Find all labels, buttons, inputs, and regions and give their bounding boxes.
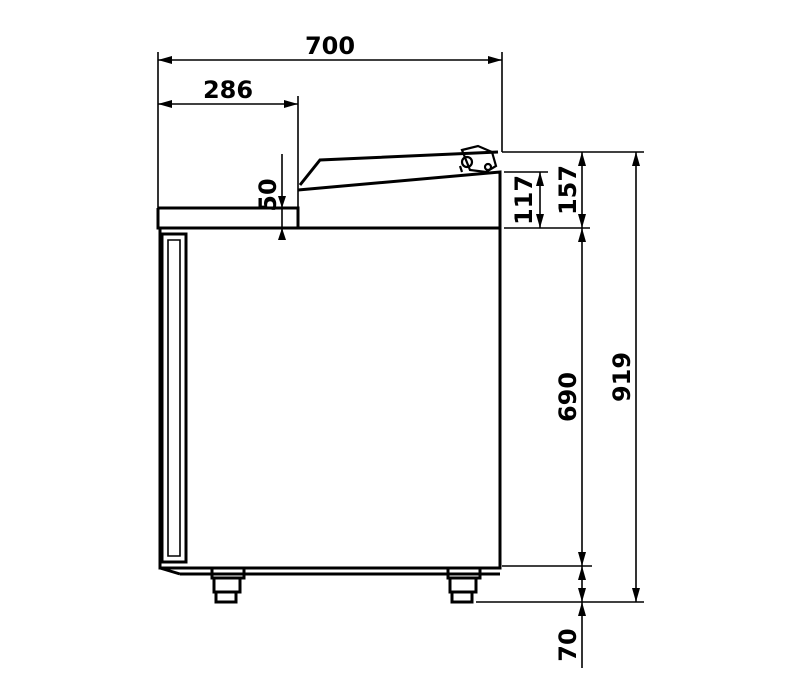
worktop-depth-label: 286: [203, 76, 253, 104]
cabinet-body: [158, 226, 502, 570]
sloped-lid: [298, 150, 499, 186]
dimension-overall-height: 919: [476, 152, 644, 603]
worktop-slab: [156, 206, 500, 230]
top-total-height-label: 157: [554, 165, 582, 215]
dimension-cabinet-height: 690: [502, 228, 592, 567]
overall-height-label: 919: [608, 352, 636, 402]
rear-leg: [446, 566, 482, 604]
dimension-worktop-thickness: 50: [254, 154, 298, 240]
top-housing: [297, 170, 502, 228]
worktop-thickness-label: 50: [254, 178, 282, 211]
overall-depth-label: 700: [305, 32, 355, 60]
front-leg: [210, 566, 246, 604]
cabinet-height-label: 690: [554, 372, 582, 422]
dimension-top-height: 157: [502, 151, 644, 228]
dimension-lid-height: 117: [504, 171, 590, 229]
cabinet-door: [160, 232, 188, 564]
lid-height-label: 117: [510, 175, 538, 225]
dimension-overall-depth: 700: [157, 32, 503, 208]
appliance-outline: [156, 144, 502, 604]
leg-height-label: 70: [554, 628, 582, 661]
dimension-leg-height: 70: [554, 566, 586, 668]
lid-hinge: [458, 144, 498, 174]
dimension-worktop-depth: 286: [158, 76, 299, 208]
